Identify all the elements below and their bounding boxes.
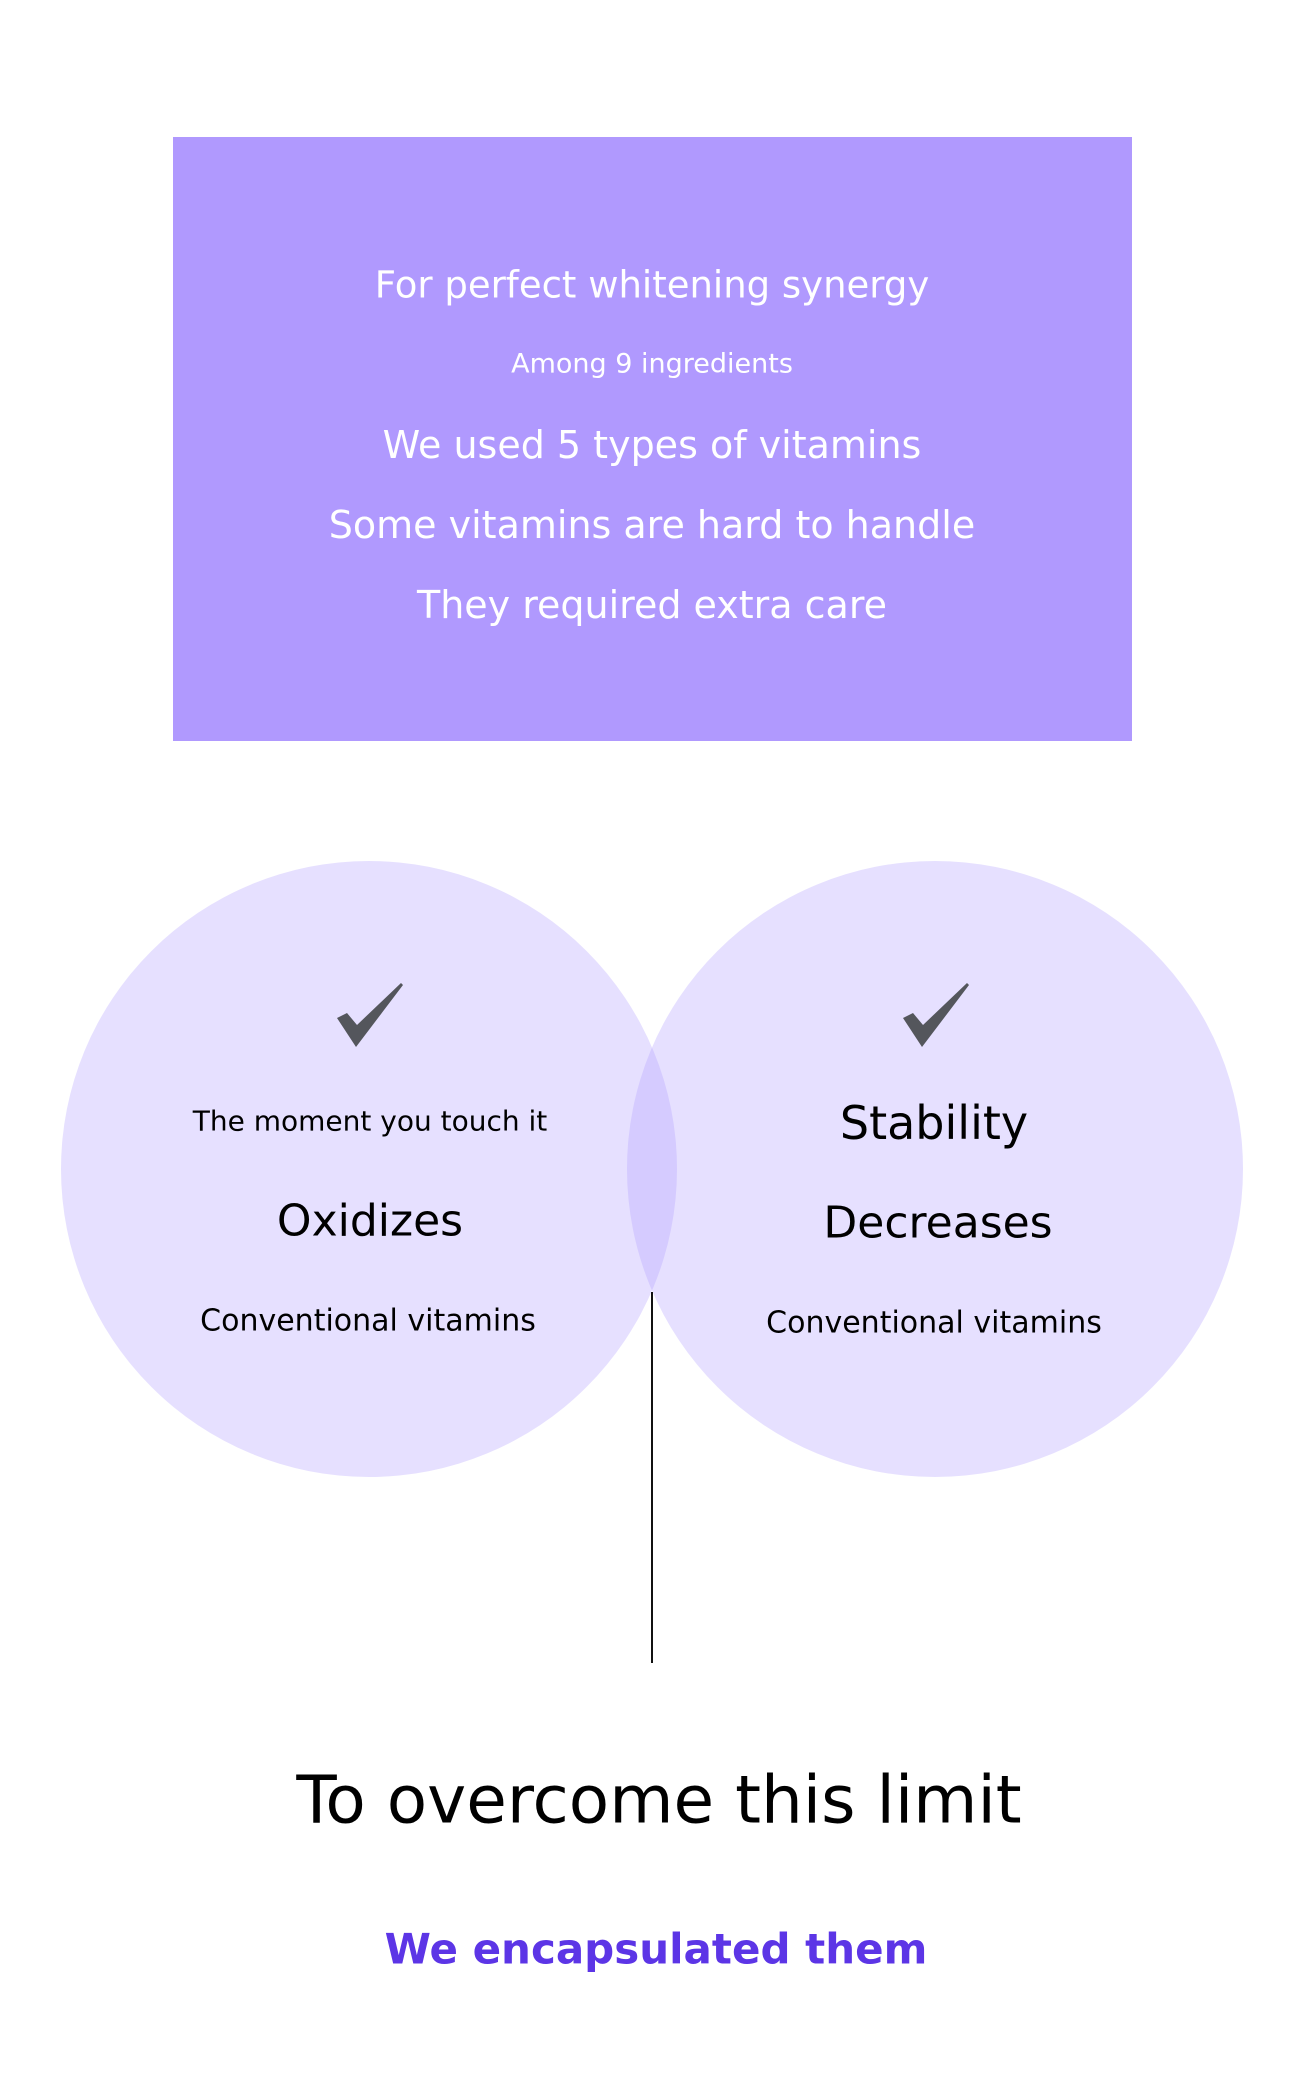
intro-line-5: They required extra care bbox=[417, 583, 887, 627]
conclusion-highlight: We encapsulated them bbox=[384, 1924, 928, 1974]
left-caption: Conventional vitamins bbox=[200, 1303, 536, 1339]
intro-box: For perfect whitening synergy Among 9 in… bbox=[173, 137, 1132, 741]
right-subtitle: Stability bbox=[839, 1096, 1029, 1150]
intro-line-1: For perfect whitening synergy bbox=[374, 263, 930, 307]
intro-line-3: We used 5 types of vitamins bbox=[382, 423, 922, 467]
connector-line bbox=[651, 1292, 653, 1663]
intro-line-4: Some vitamins are hard to handle bbox=[328, 503, 976, 547]
checkmark-icon bbox=[337, 983, 403, 1047]
checkmark-icon bbox=[903, 983, 969, 1047]
right-caption: Conventional vitamins bbox=[766, 1305, 1102, 1341]
left-title: Oxidizes bbox=[276, 1195, 464, 1247]
right-circle bbox=[627, 861, 1243, 1477]
right-title: Decreases bbox=[823, 1197, 1053, 1249]
intro-line-2: Among 9 ingredients bbox=[511, 348, 793, 380]
left-subtitle: The moment you touch it bbox=[192, 1104, 548, 1138]
conclusion-heading: To overcome this limit bbox=[296, 1761, 1022, 1839]
left-circle bbox=[61, 861, 677, 1477]
